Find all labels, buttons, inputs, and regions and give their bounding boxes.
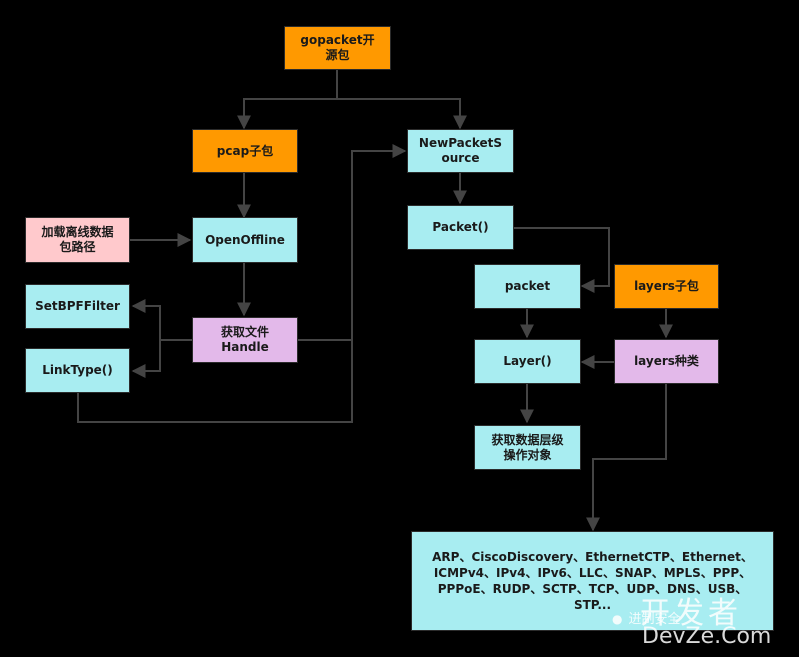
node-gopacket: gopacket开 源包 — [284, 26, 391, 70]
edge-handle-setbpf — [131, 299, 192, 341]
node-layer-types: ARP、CiscoDiscovery、EthernetCTP、Ethernet、… — [411, 531, 774, 631]
node-pcap: pcap子包 — [192, 129, 298, 173]
edge-handle-newpacketsource — [297, 144, 407, 341]
edge-packetfn-packet — [514, 227, 610, 293]
node-offline-path: 加载离线数据 包路径 — [25, 217, 130, 263]
node-packet: packet — [474, 264, 581, 309]
edge-gopacket-pcap — [237, 70, 338, 130]
node-packet-fn: Packet() — [407, 205, 514, 250]
node-newpacketsource: NewPacketS ource — [407, 129, 514, 173]
node-setbpffilter: SetBPFFilter — [25, 284, 130, 329]
edge-layerskind-types — [586, 384, 667, 532]
node-layers-pkg: layers子包 — [614, 264, 719, 309]
edge-handle-linktype — [131, 340, 161, 378]
node-get-layer-obj: 获取数据层级 操作对象 — [474, 425, 581, 470]
node-openoffline: OpenOffline — [192, 217, 298, 263]
edge-linktype-newpacketsource — [77, 340, 353, 423]
node-linktype: LinkType() — [25, 348, 130, 393]
node-layers-kind: layers种类 — [614, 339, 719, 384]
node-handle: 获取文件 Handle — [192, 317, 298, 363]
node-layer-fn: Layer() — [474, 339, 581, 384]
edge-gopacket-newpacketsource — [337, 98, 467, 130]
